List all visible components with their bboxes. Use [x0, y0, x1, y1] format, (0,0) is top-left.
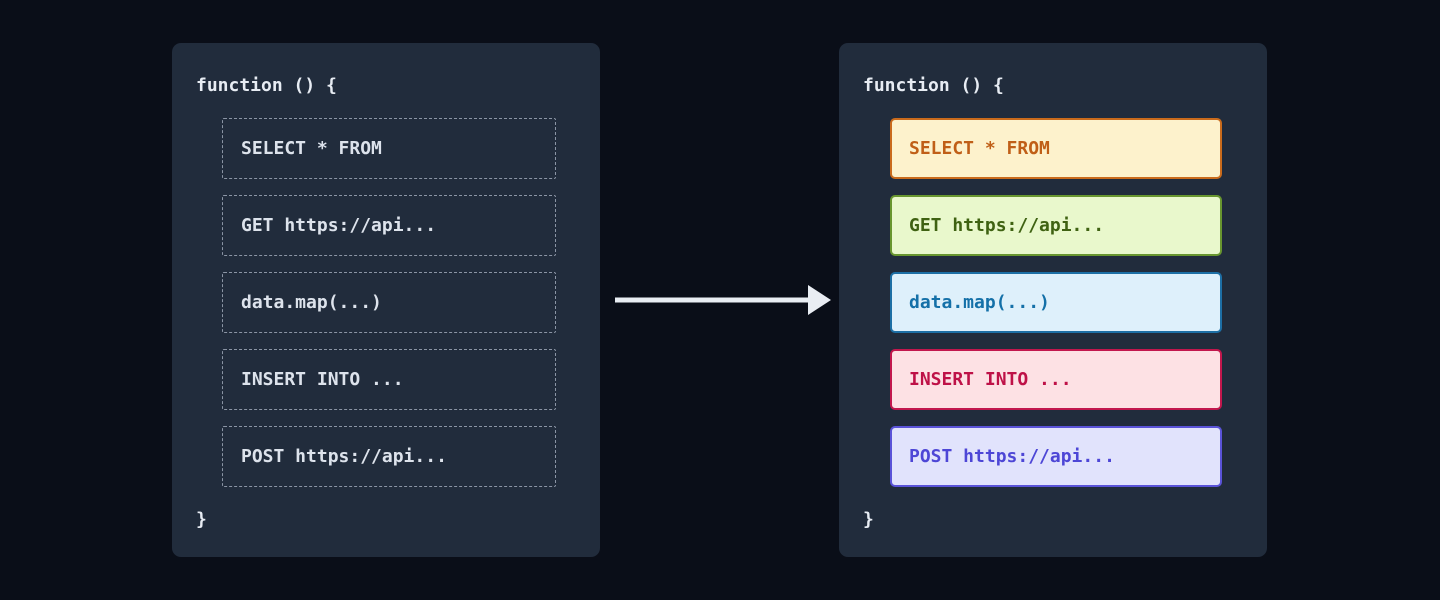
block-label: data.map(...)	[241, 292, 382, 313]
block-insert-into: INSERT INTO ...	[890, 349, 1222, 410]
block-label: GET https://api...	[909, 215, 1105, 236]
code-block-list: SELECT * FROM GET https://api... data.ma…	[890, 118, 1222, 503]
function-declaration: function () {	[196, 75, 337, 96]
block-data-map: data.map(...)	[222, 272, 556, 333]
function-closing-brace: }	[863, 509, 874, 530]
block-label: SELECT * FROM	[909, 138, 1050, 159]
block-select-from: SELECT * FROM	[222, 118, 556, 179]
transform-arrow-icon	[612, 282, 834, 318]
block-select-from: SELECT * FROM	[890, 118, 1222, 179]
block-label: GET https://api...	[241, 215, 437, 236]
function-declaration: function () {	[863, 75, 1004, 96]
block-data-map: data.map(...)	[890, 272, 1222, 333]
block-label: INSERT INTO ...	[909, 369, 1072, 390]
block-label: POST https://api...	[241, 446, 447, 467]
block-post-request: POST https://api...	[222, 426, 556, 487]
block-label: POST https://api...	[909, 446, 1115, 467]
block-label: data.map(...)	[909, 292, 1050, 313]
code-panel-after: function () { SELECT * FROM GET https://…	[839, 43, 1267, 557]
function-closing-brace: }	[196, 509, 207, 530]
block-get-request: GET https://api...	[890, 195, 1222, 256]
block-label: SELECT * FROM	[241, 138, 382, 159]
code-panel-before: function () { SELECT * FROM GET https://…	[172, 43, 600, 557]
block-post-request: POST https://api...	[890, 426, 1222, 487]
block-get-request: GET https://api...	[222, 195, 556, 256]
code-block-list: SELECT * FROM GET https://api... data.ma…	[222, 118, 556, 503]
block-label: INSERT INTO ...	[241, 369, 404, 390]
block-insert-into: INSERT INTO ...	[222, 349, 556, 410]
